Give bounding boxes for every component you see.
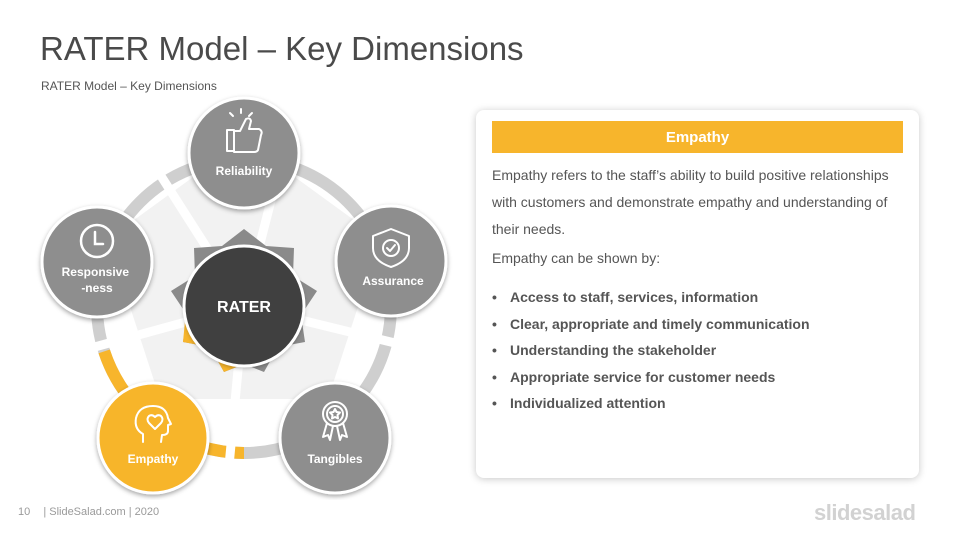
footer: 10 | SlideSalad.com | 2020 bbox=[18, 506, 159, 518]
center-circle bbox=[184, 246, 304, 366]
page-number: 10 bbox=[18, 506, 31, 518]
thumbs-up-icon bbox=[226, 108, 263, 153]
bullet-item: Clear, appropriate and timely communicat… bbox=[492, 311, 810, 338]
shield-check-icon bbox=[372, 228, 410, 268]
head-heart-icon bbox=[134, 405, 172, 443]
bullet-item: Individualized attention bbox=[492, 390, 810, 417]
slide-title: RATER Model – Key Dimensions bbox=[40, 30, 524, 67]
detail-panel: Empathy Empathy refers to the staff’s ab… bbox=[476, 110, 919, 478]
clock-icon bbox=[79, 223, 115, 259]
award-badge-icon bbox=[322, 401, 348, 441]
bullet-list: Access to staff, services, information C… bbox=[492, 284, 810, 417]
slide-subtitle: RATER Model – Key Dimensions bbox=[41, 79, 217, 93]
panel-header: Empathy bbox=[492, 121, 903, 153]
rater-diagram: RATER Reliability Assurance bbox=[40, 96, 448, 495]
node-reliability[interactable]: Reliability bbox=[187, 96, 301, 210]
panel-intro: Empathy can be shown by: bbox=[492, 250, 661, 266]
node-label-responsiveness: Responsive -ness bbox=[62, 265, 133, 295]
node-tangibles[interactable]: Tangibles bbox=[278, 381, 392, 495]
node-label-tangibles: Tangibles bbox=[307, 452, 362, 466]
footer-text: | SlideSalad.com | 2020 bbox=[43, 506, 160, 518]
node-label-empathy: Empathy bbox=[128, 452, 179, 466]
node-assurance[interactable]: Assurance bbox=[334, 204, 448, 318]
node-label-line-1: Responsive bbox=[62, 265, 130, 279]
node-label-line-2: -ness bbox=[81, 281, 113, 295]
bullet-item: Appropriate service for customer needs bbox=[492, 364, 810, 391]
bullet-item: Access to staff, services, information bbox=[492, 284, 810, 311]
bullet-item: Understanding the stakeholder bbox=[492, 337, 810, 364]
center-label: RATER bbox=[217, 299, 271, 316]
brand-logo: slidesalad bbox=[814, 500, 916, 525]
node-empathy[interactable]: Empathy bbox=[96, 381, 210, 495]
node-responsiveness[interactable]: Responsive -ness bbox=[40, 205, 154, 319]
node-label-reliability: Reliability bbox=[216, 164, 273, 178]
panel-description: Empathy refers to the staff’s ability to… bbox=[492, 167, 889, 237]
node-label-assurance: Assurance bbox=[362, 274, 424, 288]
